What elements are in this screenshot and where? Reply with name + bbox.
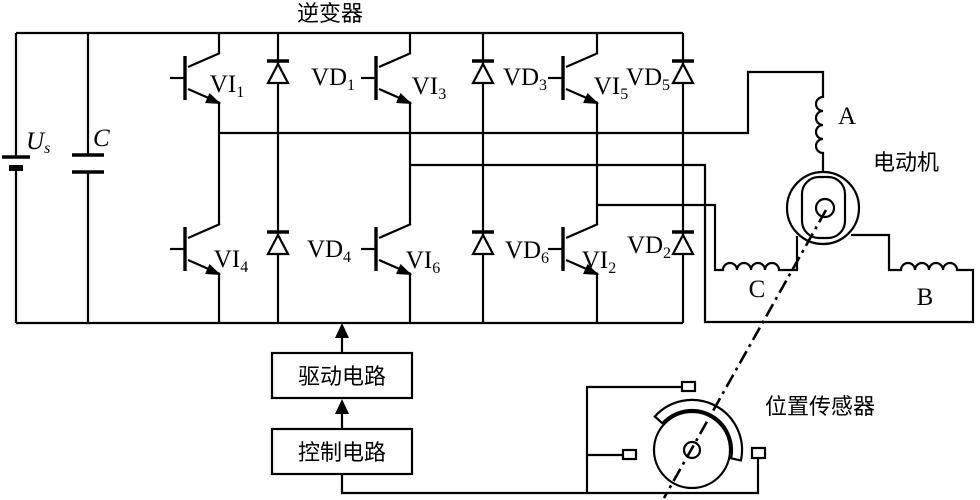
transistor-vi3-label: VI3 (412, 73, 446, 103)
sensor-left-bracket-wire (585, 385, 682, 493)
control-circuit-box (270, 427, 414, 476)
winding-c-label: C (749, 276, 766, 303)
sensor-element-right (750, 446, 767, 460)
sensor-element-top (680, 380, 697, 393)
control-to-drive-arrowhead (335, 399, 349, 414)
sensor-element-left (621, 448, 638, 461)
diode-vd2-label: VD2 (627, 232, 671, 262)
drive-to-inverter-arrowhead (335, 323, 349, 338)
control-to-sensor-wire (340, 458, 760, 495)
transistor-vi1-label: VI1 (210, 71, 244, 101)
sensor-label: 位置传感器 (765, 395, 875, 420)
drive-box-label: 驱动电路 (298, 365, 386, 390)
transistor-vi2-label: VI2 (582, 247, 616, 277)
diode-vd1-label: VD1 (311, 64, 355, 94)
diode-vd3-label: VD3 (503, 64, 547, 94)
capacitor-label: C (93, 125, 110, 152)
transistor-vi6-label: VI6 (406, 247, 440, 277)
winding-a-label: A (838, 103, 856, 130)
diode-vd5-label: VD5 (626, 64, 670, 94)
transistor-vi5-label: VI5 (594, 73, 628, 103)
motor-sensor-shaft-line (662, 209, 828, 499)
motor-label: 电动机 (873, 151, 939, 176)
diode-vd4-label: VD4 (307, 236, 351, 266)
winding-b-label: B (917, 284, 934, 311)
phase-c-wire-and-coil (597, 203, 799, 272)
source-voltage-label: Us (26, 128, 50, 157)
drive-circuit-box (270, 351, 414, 400)
transistor-vi4-label: VI4 (214, 246, 248, 276)
phase-a-wire-and-coil (219, 70, 825, 172)
motor-shaft-circle (814, 197, 836, 219)
diode-vd6-label: VD6 (505, 237, 549, 267)
control-box-label: 控制电路 (298, 441, 386, 466)
sensor-arc-segment (653, 398, 744, 462)
phase-b-wire-and-coil (410, 163, 975, 324)
inverter-title: 逆变器 (297, 2, 363, 27)
